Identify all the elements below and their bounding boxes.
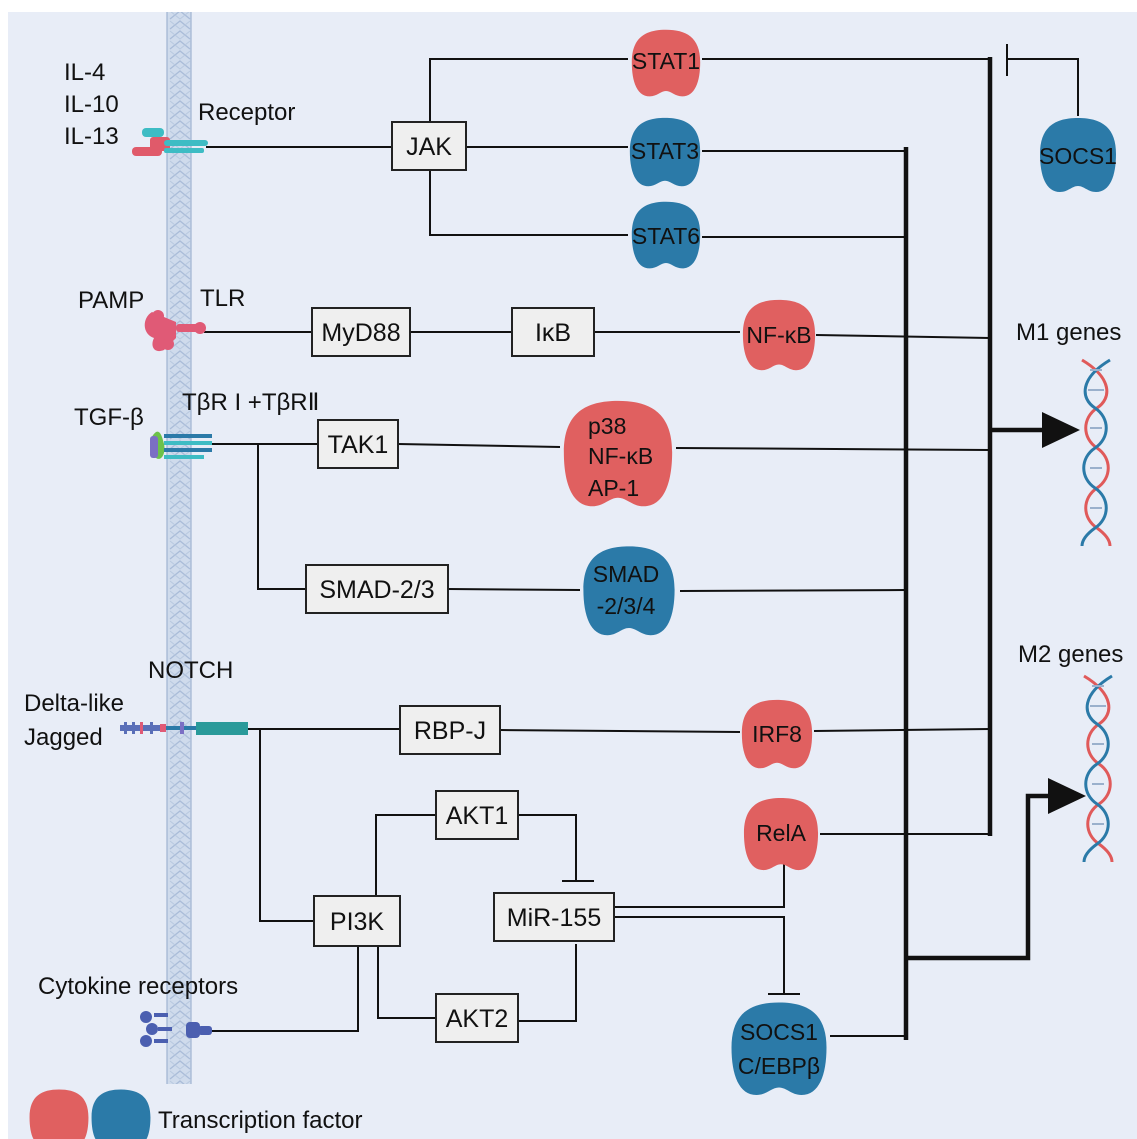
m1-genes-label: M1 genes [1016, 319, 1121, 346]
tf-irf8: IRF8 [741, 699, 813, 769]
box-akt2: AKT2 [435, 993, 519, 1043]
legend-m2-swatch [91, 1089, 151, 1139]
ligand-il10: IL-10 [64, 91, 119, 118]
tlr-receptor-icon [144, 310, 206, 352]
tbr-label: TβR I +TβRⅡ [182, 389, 319, 416]
svg-text:SMAD: SMAD [593, 561, 659, 587]
cytokine-receptor-icon [140, 1011, 212, 1047]
notch-receptor-icon [120, 722, 248, 735]
svg-text:C/EBPβ: C/EBPβ [738, 1053, 820, 1079]
tf-nfkb: NF-κB [742, 299, 816, 371]
svg-text:-2/3/4: -2/3/4 [597, 593, 656, 619]
svg-text:IRF8: IRF8 [752, 721, 802, 747]
svg-text:MiR-155: MiR-155 [507, 904, 601, 932]
box-akt1: AKT1 [435, 790, 519, 840]
diagram-background [8, 12, 1137, 1139]
box-tak1: TAK1 [317, 419, 399, 469]
box-pi3k: PI3K [313, 895, 401, 947]
m2-dna-icon [1082, 674, 1114, 863]
svg-text:SOCS1: SOCS1 [1039, 143, 1117, 169]
legend-label: Transcription factor [158, 1107, 363, 1134]
box-rbpj: RBP-J [399, 705, 501, 755]
ligand-il4: IL-4 [64, 59, 105, 86]
svg-text:AP-1: AP-1 [588, 475, 639, 501]
il-receptor-icon [132, 128, 208, 156]
svg-text:JAK: JAK [406, 133, 452, 161]
m2-genes-label: M2 genes [1018, 641, 1123, 668]
tf-stat1: STAT1 [631, 29, 701, 97]
ligand-pamp: PAMP [78, 287, 144, 314]
tf-smad234: SMAD -2/3/4 [583, 546, 675, 636]
svg-text:SOCS1: SOCS1 [740, 1019, 818, 1045]
svg-text:SMAD-2/3: SMAD-2/3 [319, 576, 434, 604]
tf-stat6: STAT6 [631, 201, 701, 269]
legend-m1-swatch [29, 1089, 89, 1139]
notch-label: NOTCH [148, 657, 233, 684]
m1-dna-icon [1080, 358, 1112, 547]
svg-text:STAT3: STAT3 [631, 138, 699, 164]
tf-p38-nfkb-ap1: p38 NF-κB AP-1 [563, 400, 673, 507]
tlr-label: TLR [200, 285, 245, 312]
legend: Transcription factor [29, 1089, 363, 1139]
pathway-lines [204, 44, 1086, 1040]
box-mir155: MiR-155 [493, 892, 615, 942]
ligand-tgfb: TGF-β [74, 404, 144, 431]
ligand-delta-like: Delta-like [24, 690, 124, 717]
cell-membrane [166, 12, 192, 1084]
svg-text:STAT1: STAT1 [632, 48, 700, 74]
tf-socs1-cebpb: SOCS1 C/EBPβ [731, 1002, 827, 1095]
box-jak: JAK [391, 121, 467, 171]
svg-text:NF-κB: NF-κB [746, 322, 811, 348]
box-myd88: MyD88 [311, 307, 411, 357]
ligand-il13: IL-13 [64, 123, 119, 150]
svg-text:AKT2: AKT2 [446, 1005, 509, 1033]
box-ikb: IκB [511, 307, 595, 357]
svg-text:PI3K: PI3K [330, 908, 385, 936]
svg-text:RelA: RelA [756, 820, 807, 846]
svg-text:p38: p38 [588, 413, 626, 439]
tgfb-receptor-icon [150, 431, 212, 459]
box-smad23: SMAD-2/3 [305, 564, 449, 614]
svg-text:NF-κB: NF-κB [588, 443, 653, 469]
ligand-jagged: Jagged [24, 724, 103, 751]
cytokine-receptors-label: Cytokine receptors [38, 973, 238, 1000]
tf-socs1-top: SOCS1 [1039, 118, 1117, 192]
receptor-label: Receptor [198, 99, 295, 126]
svg-text:TAK1: TAK1 [328, 431, 389, 459]
svg-text:STAT6: STAT6 [632, 223, 700, 249]
svg-text:AKT1: AKT1 [446, 802, 509, 830]
tf-stat3: STAT3 [629, 117, 701, 187]
tf-rela: RelA [743, 797, 819, 871]
svg-text:MyD88: MyD88 [321, 319, 400, 347]
svg-text:RBP-J: RBP-J [414, 717, 486, 745]
svg-text:IκB: IκB [535, 319, 571, 347]
